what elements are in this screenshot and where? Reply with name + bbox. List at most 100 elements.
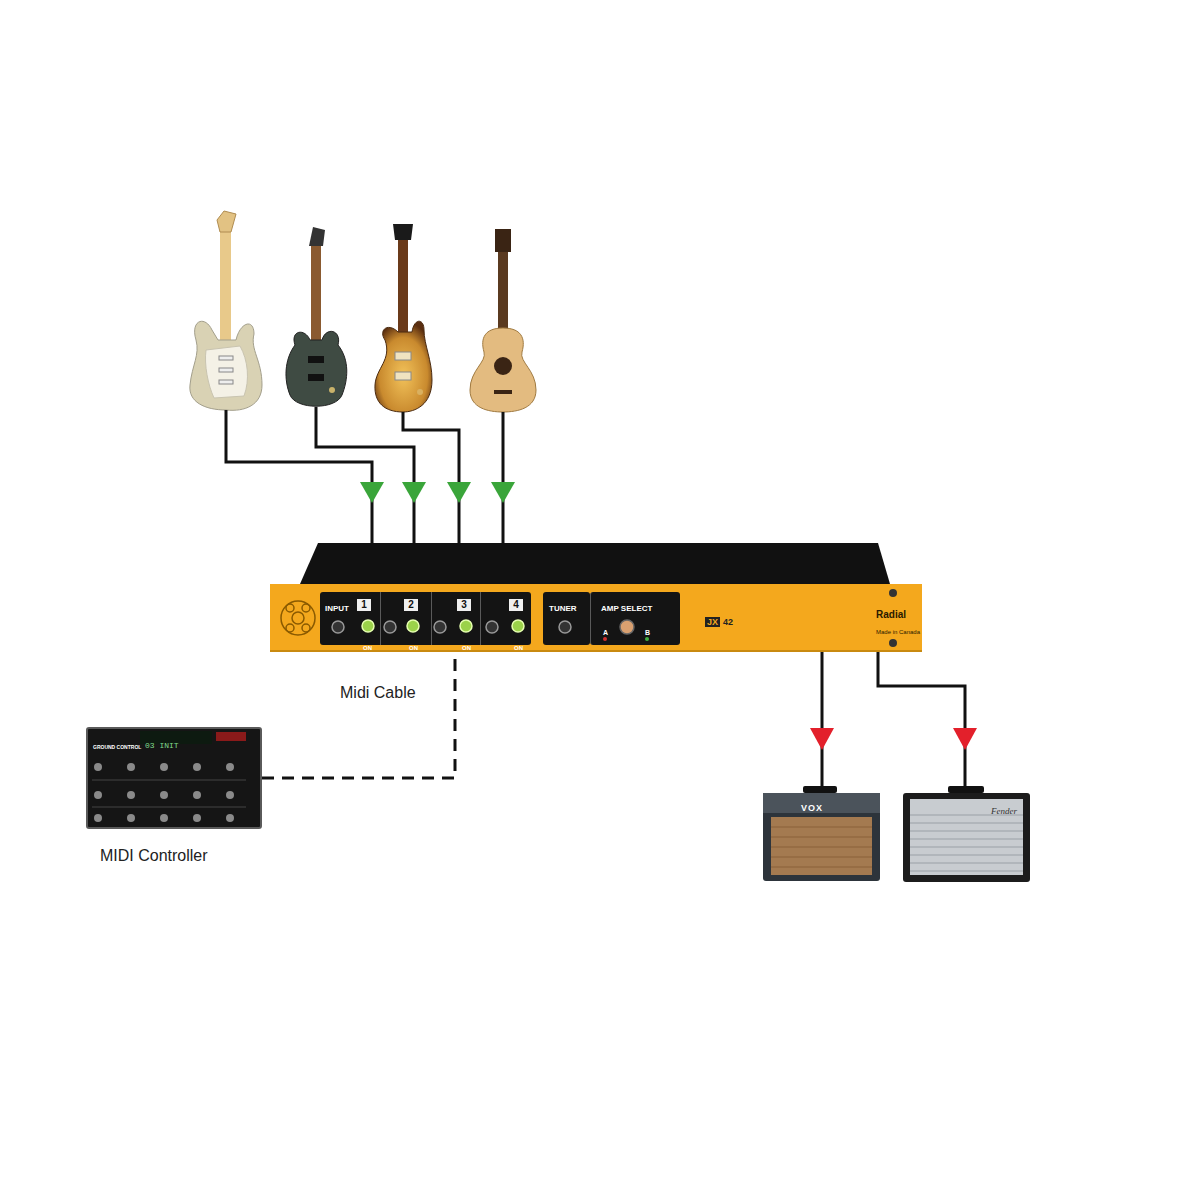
guitar-body [190, 321, 262, 410]
pickup [395, 372, 411, 380]
weave-line [771, 867, 872, 868]
button [127, 814, 135, 822]
guitar-body [286, 331, 347, 406]
switch-label: ON [363, 645, 372, 652]
knob [417, 389, 423, 395]
arrowhead [810, 728, 834, 750]
pickup [395, 352, 411, 360]
button [226, 791, 234, 799]
amp-letter: B [645, 629, 650, 637]
input-panel: INPUT1ON2ON3ON4ON [320, 592, 531, 645]
green-arrowhead [491, 482, 515, 503]
amp-handle [948, 786, 984, 793]
guitar-amp: VOX [763, 793, 880, 881]
text-slot: VOX [801, 797, 823, 815]
pickup [219, 356, 233, 360]
guitar-cable [403, 412, 459, 543]
text-slot: Made in Canada [876, 620, 920, 638]
guitar-headstock [217, 211, 236, 232]
switch-label: ON [514, 645, 523, 652]
led-switch [407, 620, 419, 632]
text-slot: 1 [357, 594, 371, 612]
model-badge: JX [705, 617, 720, 627]
text-slot: MIDI Controller [100, 847, 208, 865]
button [193, 763, 201, 771]
display-strip [216, 732, 246, 741]
arrowhead [953, 728, 977, 750]
button [94, 814, 102, 822]
button [226, 814, 234, 822]
rack-logo [281, 601, 315, 635]
text-slot: 4 [509, 594, 523, 612]
button [193, 814, 201, 822]
text-slot: Midi Cable [340, 684, 416, 702]
grille-line [910, 815, 1023, 816]
rack-unit: JX42RadialMade in CanadaINPUT1ON2ON3ON4O… [270, 584, 922, 652]
guitar-neck [498, 250, 508, 332]
device-caption: MIDI Controller [100, 847, 208, 865]
guitar-headstock [309, 227, 325, 246]
row-line [92, 780, 246, 781]
green-arrowhead [360, 482, 384, 503]
amp-control-panel [763, 793, 880, 813]
button [160, 814, 168, 822]
amp-handle [803, 786, 837, 793]
tuner-section: TUNER [543, 592, 590, 645]
electric-guitar [375, 224, 432, 412]
led-switch [362, 620, 374, 632]
input-channel: 4ON [480, 592, 531, 645]
cable-label: Midi Cable [340, 684, 416, 702]
grille-line [910, 855, 1023, 856]
amp-logo: VOX [801, 803, 823, 813]
logo-ring [292, 612, 304, 624]
guitar-amp: Fender [903, 793, 1030, 882]
button [226, 763, 234, 771]
amp-grille [771, 817, 872, 875]
grille-line [910, 871, 1023, 872]
model-number: 42 [723, 617, 733, 627]
weave-line [771, 837, 872, 838]
pickup [219, 368, 233, 372]
midi-cable [262, 652, 455, 778]
button [160, 791, 168, 799]
text-slot: A [603, 621, 608, 639]
logo-ring [302, 624, 310, 632]
midi-controller: GROUND CONTROL03 INITMIDI Controller [86, 727, 262, 829]
jack [486, 621, 498, 633]
pickup [219, 380, 233, 384]
row-line [92, 807, 246, 808]
weave-line [771, 857, 872, 858]
input-channel: 2ON [380, 592, 431, 645]
origin-note: Made in Canada [876, 629, 920, 636]
amp-grille [910, 799, 1023, 875]
text-slot: GROUND CONTROL [93, 735, 141, 753]
cable-line [262, 652, 455, 778]
guitar-cable [502, 412, 505, 543]
jack [559, 621, 571, 633]
button [193, 791, 201, 799]
text-slot: Radial [876, 604, 906, 622]
led [645, 637, 649, 641]
switch-label: ON [462, 645, 471, 652]
section-label: TUNER [549, 604, 577, 613]
bridge [494, 390, 512, 394]
logo-ring [286, 624, 294, 632]
text-slot: B [645, 621, 650, 639]
pickup [308, 374, 324, 381]
channel-number: 2 [404, 599, 418, 611]
guitar-headstock [495, 229, 511, 252]
input-jacks [332, 621, 571, 633]
text-slot: 42 [723, 611, 733, 629]
grille-line [910, 839, 1023, 840]
logo-ring [286, 604, 294, 612]
button [127, 763, 135, 771]
button [94, 763, 102, 771]
text-slot: 2 [404, 594, 418, 612]
display-text: 03 INIT [145, 741, 179, 750]
channel-number: 4 [509, 599, 523, 611]
text-slot: TUNER [549, 597, 577, 615]
green-arrowhead [447, 482, 471, 503]
guitar-cable [226, 410, 372, 543]
logo-ring [302, 604, 310, 612]
